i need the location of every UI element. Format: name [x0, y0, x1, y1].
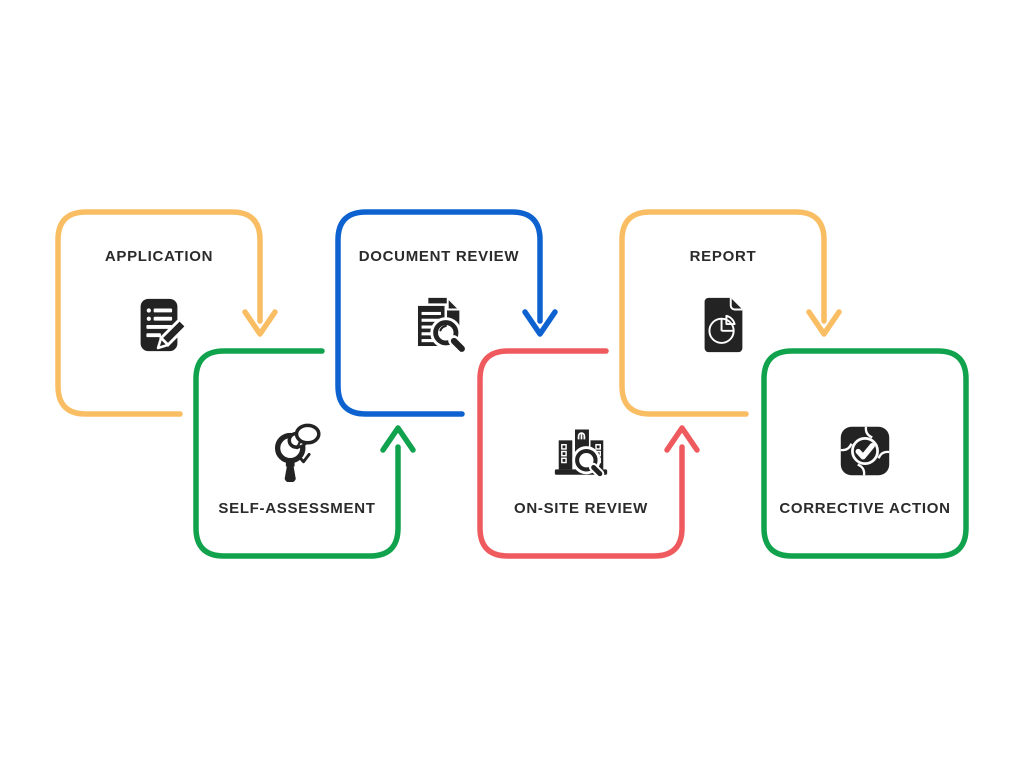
report-pie-document-icon	[704, 297, 743, 353]
arrow-up-on-site-review-icon	[664, 425, 700, 453]
step-application: APPLICATION	[58, 212, 260, 417]
step-self-assessment-label: SELF-ASSESSMENT	[218, 500, 376, 517]
arrow-down-document-review-icon	[522, 309, 558, 337]
step-report-label: REPORT	[689, 248, 757, 265]
step-document-review: DOCUMENT REVIEW	[338, 212, 540, 417]
step-self-assessment: SELF-ASSESSMENT	[196, 351, 398, 556]
step-on-site-review-label: ON-SITE REVIEW	[514, 500, 648, 517]
step-application-outline	[55, 209, 263, 417]
step-corrective-action-outline	[761, 348, 969, 559]
step-report: REPORT	[622, 212, 824, 417]
step-application-label: APPLICATION	[104, 248, 214, 265]
arrow-down-application-icon	[242, 309, 278, 337]
magnifier-feedback-icon	[274, 423, 321, 482]
step-on-site-review: ON-SITE REVIEW	[480, 351, 682, 556]
step-report-outline	[619, 209, 827, 417]
building-magnifier-icon	[554, 427, 608, 479]
step-document-review-outline	[335, 209, 543, 417]
arrow-down-report-icon	[806, 309, 842, 337]
arrow-up-self-assessment-icon	[380, 425, 416, 453]
step-document-review-label: DOCUMENT REVIEW	[358, 248, 520, 265]
document-magnifier-icon	[415, 296, 468, 355]
step-corrective-action-label: CORRECTIVE ACTION	[779, 500, 951, 517]
process-check-icon	[839, 426, 891, 477]
edit-document-icon	[140, 298, 189, 352]
step-corrective-action: CORRECTIVE ACTION	[764, 351, 966, 556]
step-self-assessment-outline	[193, 348, 401, 559]
step-on-site-review-outline	[477, 348, 685, 559]
